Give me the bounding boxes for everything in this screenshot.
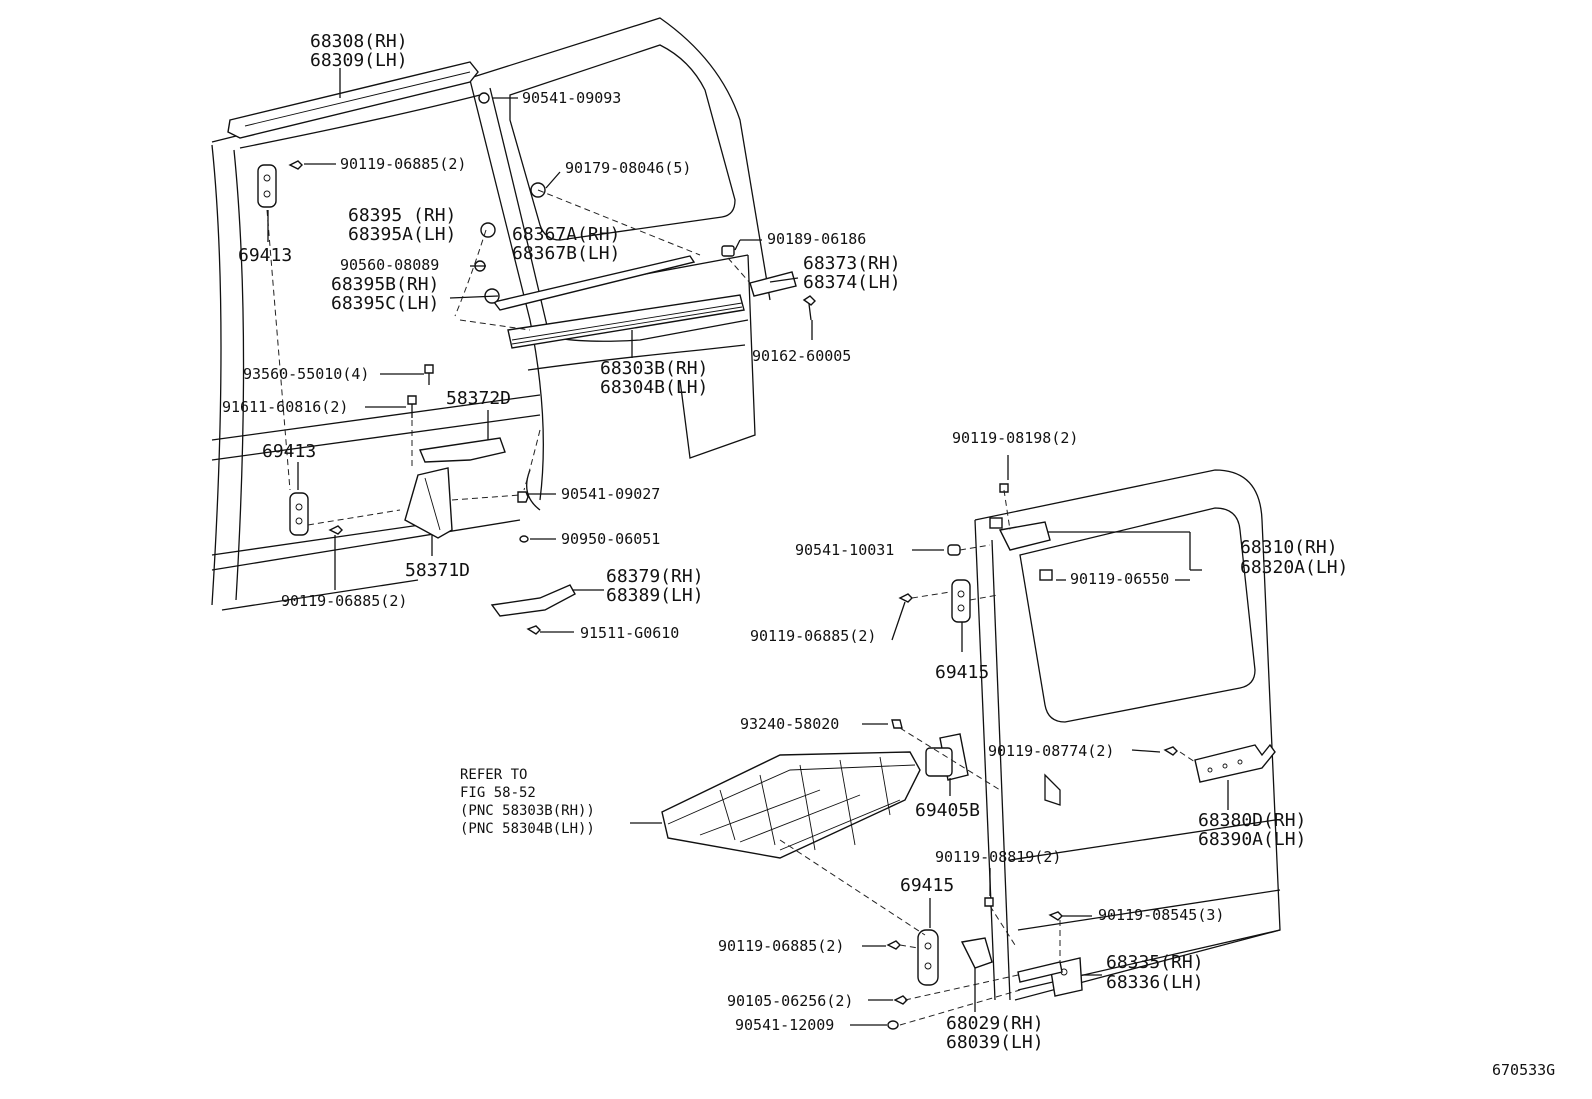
label-68308: 68308(RH) <box>310 31 408 52</box>
label-68309: 68309(LH) <box>310 50 408 71</box>
label-91511-G0610: 91511-G0610 <box>580 624 679 642</box>
label-68389: 68389(LH) <box>606 585 704 606</box>
label-68395: 68395 (RH) <box>348 205 456 226</box>
label-90105-06256: 90105-06256(2) <box>727 992 853 1010</box>
label-68336: 68336(LH) <box>1106 972 1204 993</box>
label-68373: 68373(RH) <box>803 253 901 274</box>
refer-line-1: REFER TO <box>460 767 527 783</box>
label-90950-06051: 90950-06051 <box>561 530 660 548</box>
label-68379: 68379(RH) <box>606 566 704 587</box>
label-90560-08089: 90560-08089 <box>340 256 439 274</box>
label-68310: 68310(RH) <box>1240 537 1338 558</box>
label-68304B: 68304B(LH) <box>600 377 708 398</box>
label-68395C: 68395C(LH) <box>331 293 439 314</box>
upper-roller-rail <box>492 255 745 349</box>
label-68374: 68374(LH) <box>803 272 901 293</box>
label-68390A: 68390A(LH) <box>1198 829 1306 850</box>
label-58372D: 58372D <box>446 388 511 409</box>
sliding-door <box>974 469 1281 1001</box>
label-69413-a: 69413 <box>238 245 292 266</box>
label-93240-58020: 93240-58020 <box>740 715 839 733</box>
label-68029: 68029(RH) <box>946 1013 1044 1034</box>
label-90541-09027: 90541-09027 <box>561 485 660 503</box>
body-side-panel <box>211 17 771 611</box>
dashed-leaders-lower <box>779 489 1196 1026</box>
label-90119-08774: 90119-08774(2) <box>988 742 1114 760</box>
label-90179-08046: 90179-08046(5) <box>565 159 691 177</box>
label-90119-08819: 90119-08819(2) <box>935 848 1061 866</box>
label-69415-b: 69415 <box>900 875 954 896</box>
label-68395A: 68395A(LH) <box>348 224 456 245</box>
label-93560-55010: 93560-55010(4) <box>243 365 369 383</box>
roof-drip-rail <box>227 61 479 139</box>
label-90119-08198: 90119-08198(2) <box>952 429 1078 447</box>
refer-line-4: (PNC 58304B(LH)) <box>460 821 595 837</box>
label-68367B: 68367B(LH) <box>512 243 620 264</box>
label-90119-06885-d: 90119-06885(2) <box>718 937 844 955</box>
label-90119-06550: 90119-06550 <box>1070 570 1169 588</box>
label-90541-12009: 90541-12009 <box>735 1016 834 1034</box>
small-fasteners-upper <box>257 92 816 635</box>
part-labels: 68308(RH) 68309(LH) 90541-09093 90119-06… <box>222 31 1555 1079</box>
refer-line-3: (PNC 58303B(RH)) <box>460 803 595 819</box>
leader-lines <box>267 68 1229 1026</box>
label-90189-06186: 90189-06186 <box>767 230 866 248</box>
label-69415-a: 69415 <box>935 662 989 683</box>
label-91611-60816: 91611-60816(2) <box>222 398 348 416</box>
figure-id: 670533G <box>1492 1061 1555 1079</box>
dashed-leaders-upper <box>266 189 751 526</box>
label-69405B: 69405B <box>915 800 980 821</box>
label-68395B: 68395B(RH) <box>331 274 439 295</box>
label-68320A: 68320A(LH) <box>1240 557 1348 578</box>
label-68335: 68335(RH) <box>1106 952 1204 973</box>
label-90119-06885-b: 90119-06885(2) <box>281 592 407 610</box>
label-90162-60005: 90162-60005 <box>752 347 851 365</box>
label-90119-06885-a: 90119-06885(2) <box>340 155 466 173</box>
door-hardware <box>886 483 1276 1030</box>
label-68367A: 68367A(RH) <box>512 224 620 245</box>
label-68039: 68039(LH) <box>946 1032 1044 1053</box>
label-90541-10031: 90541-10031 <box>795 541 894 559</box>
label-58371D: 58371D <box>405 560 470 581</box>
refer-line-2: FIG 58-52 <box>460 785 536 801</box>
label-69413-b: 69413 <box>262 441 316 462</box>
label-90119-06885-c: 90119-06885(2) <box>750 627 876 645</box>
label-68303B: 68303B(RH) <box>600 358 708 379</box>
step-assembly <box>661 751 921 859</box>
label-68380D: 68380D(RH) <box>1198 810 1306 831</box>
label-90541-09093: 90541-09093 <box>522 89 621 107</box>
label-90119-08545: 90119-08545(3) <box>1098 906 1224 924</box>
